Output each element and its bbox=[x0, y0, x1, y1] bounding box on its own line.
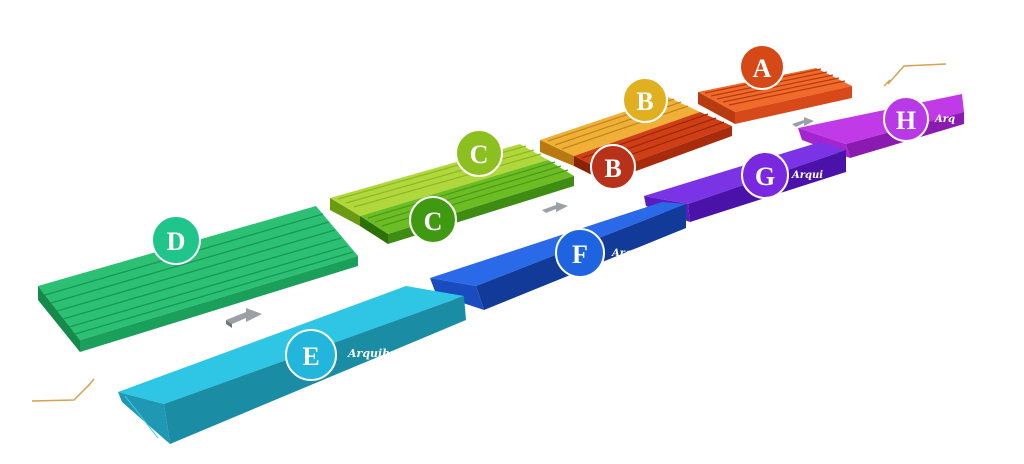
flow-arrow-1 bbox=[226, 308, 262, 328]
zone-h-letter: H bbox=[896, 106, 916, 135]
zone-f-badge: F bbox=[555, 228, 605, 278]
zone-c-letter-bottom: C bbox=[424, 207, 443, 236]
zone-d-badge: D bbox=[151, 215, 201, 265]
zone-d-block bbox=[38, 206, 358, 352]
zone-e-text: Arquib bbox=[347, 347, 390, 360]
zone-g-badge: G bbox=[741, 151, 789, 199]
zone-g-letter: G bbox=[755, 162, 775, 191]
zone-e-badge: E bbox=[285, 329, 337, 381]
flow-arrow-2 bbox=[542, 202, 568, 213]
zone-b-letter-top: B bbox=[636, 87, 653, 116]
zone-h-badge: H bbox=[883, 96, 929, 142]
zone-e-letter: E bbox=[302, 342, 319, 371]
zone-g-text: Arqui bbox=[791, 170, 823, 181]
zone-b-letter-bottom: B bbox=[604, 154, 621, 183]
flow-arrow-3 bbox=[792, 117, 814, 127]
zone-b-badge-top: B bbox=[622, 77, 668, 123]
zone-d-letter: D bbox=[167, 227, 186, 256]
zone-f-text: Arqu bbox=[611, 248, 639, 259]
corner-mark-top-right bbox=[883, 63, 947, 87]
zone-a-letter: A bbox=[753, 54, 772, 83]
zone-c-letter-top: C bbox=[470, 140, 489, 169]
zone-f-letter: F bbox=[572, 240, 588, 269]
corner-mark-bottom-left bbox=[31, 378, 95, 402]
zone-h-text: Arq bbox=[934, 114, 955, 125]
zone-c-badge-top: C bbox=[455, 129, 503, 177]
zone-a-block bbox=[698, 68, 852, 124]
zone-b-badge-bottom: B bbox=[590, 144, 636, 190]
zone-a-badge: A bbox=[739, 44, 785, 90]
zone-c-badge-bottom: C bbox=[409, 196, 457, 244]
